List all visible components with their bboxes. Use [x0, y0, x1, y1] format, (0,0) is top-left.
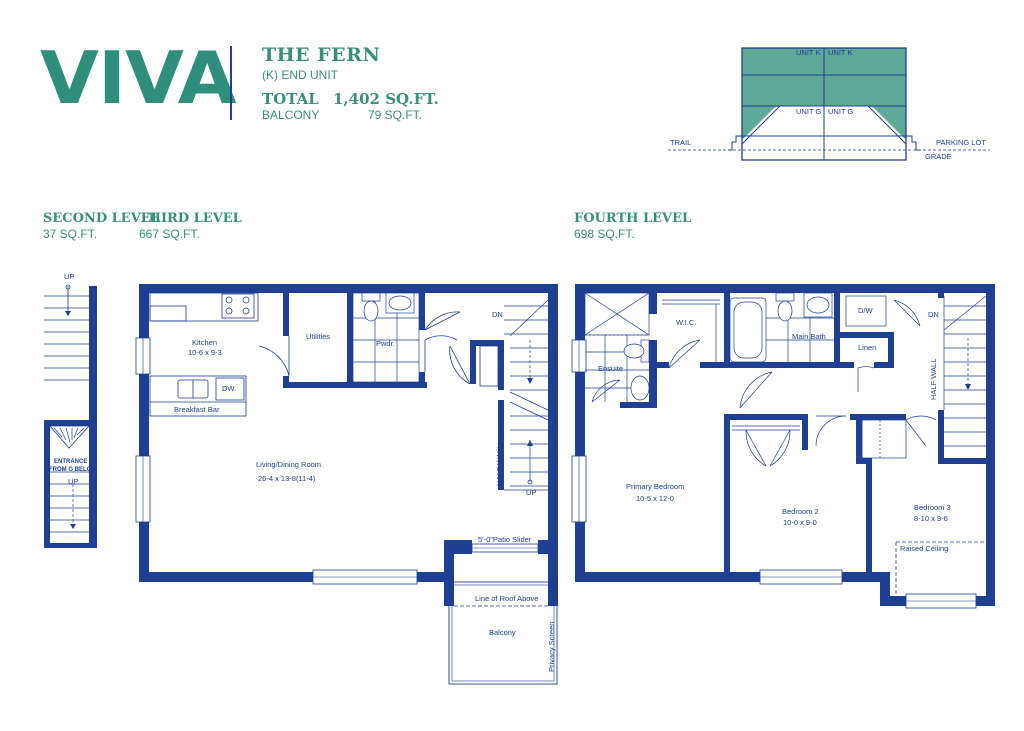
privacy-screen-label: Privacy Screen [547, 622, 556, 672]
living-label: Living/Dining Room [256, 460, 321, 469]
second-up-top: UP [64, 272, 74, 281]
primary-bedroom-dim: 10-5 x 12-0 [636, 494, 674, 503]
third-level-title: THIRD LEVEL [139, 211, 242, 226]
key-plan-unit-k-1: UNIT K [796, 48, 820, 57]
balcony-value: 79 SQ.FT. [368, 108, 423, 122]
key-plan-unit-g-left-fill [742, 106, 780, 140]
breakfast-bar-label: Breakfast Bar [174, 405, 220, 414]
fourth-stair-dn: DN [928, 310, 939, 319]
second-level-title: SECOND LEVEL [43, 211, 160, 226]
fourth-half-wall: HALF WALL [929, 359, 938, 400]
second-entrance-1: ENTRANCE [54, 459, 87, 465]
third-stair-up: UP [526, 488, 536, 497]
key-plan-unit-k-2: UNIT K [828, 48, 852, 57]
second-level-plan [44, 284, 97, 548]
balcony-label: BALCONY [262, 108, 320, 122]
fourth-level-area: 698 SQ.FT. [574, 227, 635, 241]
second-level-area: 37 SQ.FT. [43, 227, 98, 241]
roof-line-label: Line of Roof Above [475, 594, 538, 603]
fourth-level-plan [571, 284, 995, 609]
total-label: TOTAL [262, 90, 319, 108]
dishwasher-label: DW. [222, 384, 236, 393]
third-level-area: 667 SQ.FT. [139, 227, 200, 241]
key-plan-unit-g-1: UNIT G [796, 107, 821, 116]
wic-label: W.I.C. [676, 318, 696, 327]
unit-subtitle: (K) END UNIT [262, 68, 338, 82]
header-divider [230, 46, 232, 120]
key-plan-trail: TRAIL [670, 138, 691, 147]
kitchen-dim: 10-6 x 9-3 [188, 348, 222, 357]
third-stair-dn: DN [492, 310, 503, 319]
third-level-plan [135, 284, 558, 685]
fourth-level-title: FOURTH LEVEL [574, 211, 692, 226]
powder-label: Pwdr. [376, 339, 395, 348]
key-plan-grade: GRADE [925, 152, 952, 161]
second-entrance-2: FROM G BELOW [49, 467, 97, 473]
unit-name: THE FERN [262, 44, 381, 66]
viva-logo: VIVA [40, 35, 237, 120]
second-up-bottom: UP [68, 477, 78, 486]
key-plan: UNIT K UNIT K UNIT G UNIT G TRAIL PARKIN… [668, 47, 990, 161]
bedroom-3-label: Bedroom 3 [914, 503, 951, 512]
total-value: 1,402 SQ.FT. [333, 90, 439, 108]
bedroom-3-dim: 8-10 x 9-6 [914, 514, 948, 523]
linen-label: Linen [858, 343, 876, 352]
raised-ceiling-label: Raised Ceiling [900, 544, 948, 553]
key-plan-unit-g-2: UNIT G [828, 107, 853, 116]
bedroom-2-label: Bedroom 2 [782, 507, 819, 516]
bedroom-2-dim: 10-0 x 9-0 [783, 518, 817, 527]
living-dim: 26-4 x 13-8(11-4) [258, 474, 316, 483]
kitchen-label: Kitchen [192, 338, 217, 347]
primary-bedroom-label: Primary Bedroom [626, 482, 684, 491]
patio-slider-label: 5'-0"Patio Slider [478, 535, 532, 544]
dw-fourth-label: D/W [858, 306, 874, 315]
third-half-wall: HALF WALL [495, 445, 504, 486]
balcony-label-plan: Balcony [489, 628, 516, 637]
utilities-label: Utilities [306, 332, 330, 341]
main-bath-label: Main Bath [792, 332, 826, 341]
ensuite-label: Ensuite [598, 364, 623, 373]
key-plan-unit-g-right-fill [868, 106, 906, 140]
key-plan-parking: PARKING LOT [936, 138, 986, 147]
